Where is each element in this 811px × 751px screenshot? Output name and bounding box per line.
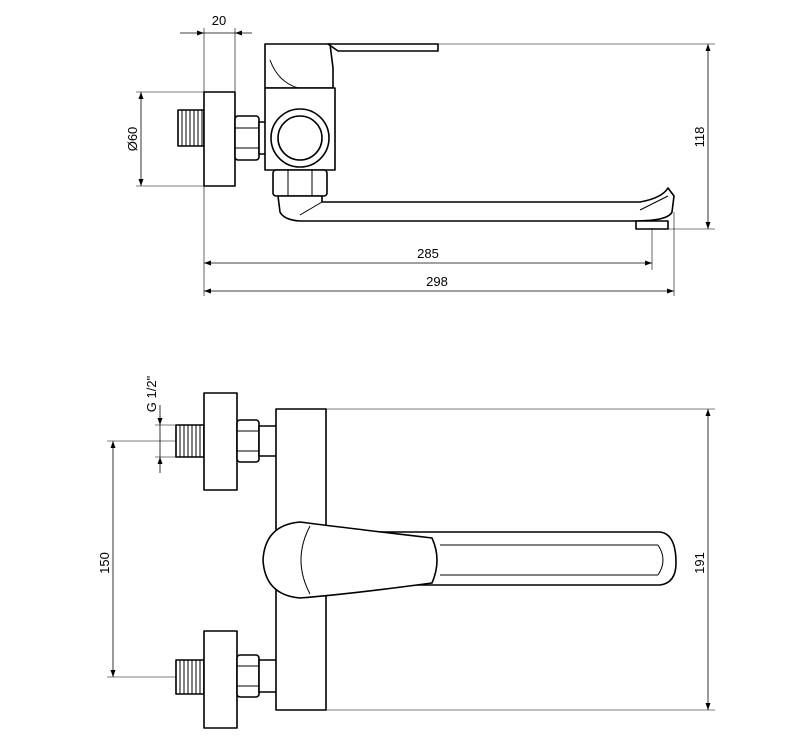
dim-spout-reach: 285: [203, 186, 653, 296]
dim-flange-thickness: 20: [180, 13, 252, 92]
dim-body-height: 191: [326, 408, 715, 711]
top-lower-flange: [203, 630, 238, 729]
side-diverter-knob: [270, 108, 330, 168]
side-hex-connector: [234, 115, 269, 161]
side-flange: [203, 91, 236, 187]
dim-label-overall-length: 298: [426, 274, 448, 289]
top-lower-inlet: [175, 630, 289, 729]
top-upper-inlet: [175, 392, 289, 491]
dim-height: 118: [438, 43, 715, 230]
dim-label-height: 118: [692, 127, 707, 148]
dim-label-thread: G 1/2": [144, 375, 159, 412]
dim-inlet-spacing: 150: [97, 440, 176, 678]
dim-label-spout-reach: 285: [417, 246, 439, 261]
dim-label-inlet-spacing: 150: [97, 552, 112, 574]
side-spout: [277, 187, 675, 230]
dim-label-flange-thickness: 20: [212, 13, 226, 28]
top-upper-flange: [203, 392, 238, 491]
dim-label-body-height: 191: [692, 552, 707, 574]
dim-thread: G 1/2": [144, 375, 176, 473]
side-view: 20 Ø60 118 285: [125, 13, 715, 296]
side-lever-handle: [264, 43, 439, 89]
dim-overall-length: 298: [204, 212, 675, 296]
side-outlet-nut: [272, 169, 328, 197]
top-view: G 1/2" 150 191: [97, 375, 715, 729]
dim-flange-diameter: Ø60: [125, 91, 204, 187]
dim-label-flange-diameter: Ø60: [125, 127, 140, 152]
top-lever-handle: [262, 521, 438, 599]
side-threaded-nipple: [177, 109, 205, 147]
